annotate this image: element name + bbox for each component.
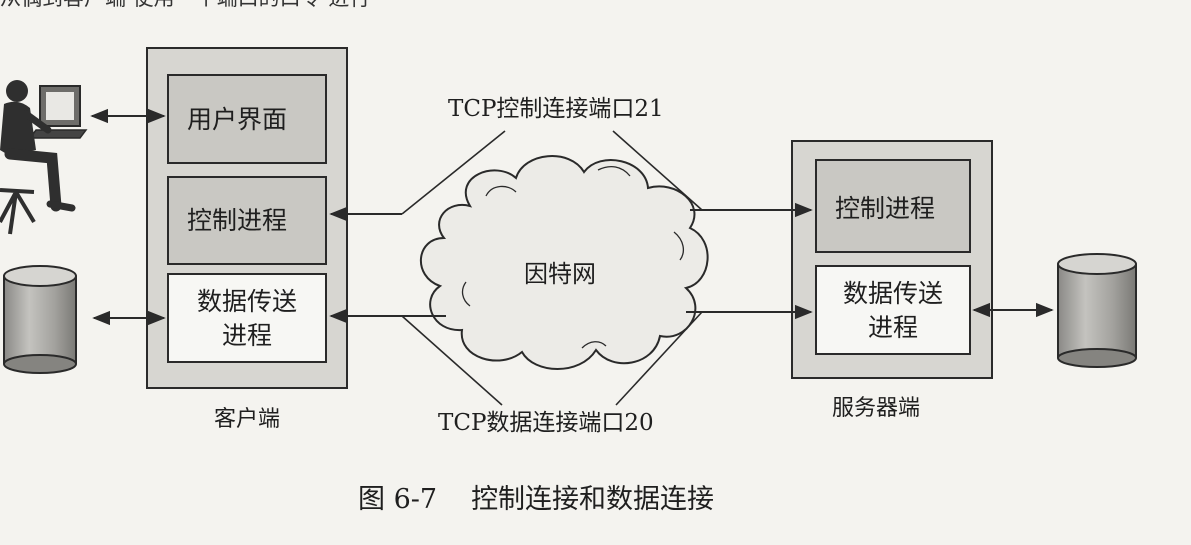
client-data-transfer-label: 数据传送 进程: [189, 285, 305, 353]
server-data-transfer-box: [815, 265, 971, 355]
client-data-transfer-line2: 进程: [221, 321, 272, 350]
cloud-detail: [461, 165, 685, 349]
server-data-transfer-label: 数据传送 进程: [833, 277, 953, 345]
server-control-process-label: 控制进程: [835, 194, 936, 223]
control-connection-label: TCP控制连接端口21: [448, 96, 664, 122]
server-data-transfer-line1: 数据传送: [842, 279, 943, 308]
figure-caption: 图 6-7 控制连接和数据连接: [358, 486, 714, 513]
top-cut-text: 从偶到客户端 使用一个端口的口令 进行: [0, 0, 370, 9]
client-data-transfer-box: [167, 273, 327, 363]
client-label: 客户端: [214, 407, 281, 432]
client-data-transfer-line1: 数据传送: [196, 287, 297, 316]
internet-label: 因特网: [524, 260, 596, 288]
client-control-process-box: [167, 176, 327, 265]
diagram-arrows: [90, 108, 1054, 326]
client-user-interface-box: [167, 74, 327, 164]
internet-cloud: [420, 155, 709, 370]
server-data-transfer-line2: 进程: [867, 313, 918, 342]
server-control-process-box: [815, 159, 971, 253]
figure-number: 图 6-7: [358, 484, 438, 515]
client-database-icon: [3, 265, 77, 374]
server-label: 服务器端: [832, 396, 921, 421]
figure-title: 控制连接和数据连接: [471, 484, 715, 515]
client-user-interface-label: 用户界面: [187, 105, 288, 134]
client-control-process-label: 控制进程: [187, 206, 288, 235]
data-connection-label: TCP数据连接端口20: [438, 410, 654, 436]
server-database-icon: [1057, 253, 1137, 368]
user-at-computer-icon: [0, 80, 88, 235]
